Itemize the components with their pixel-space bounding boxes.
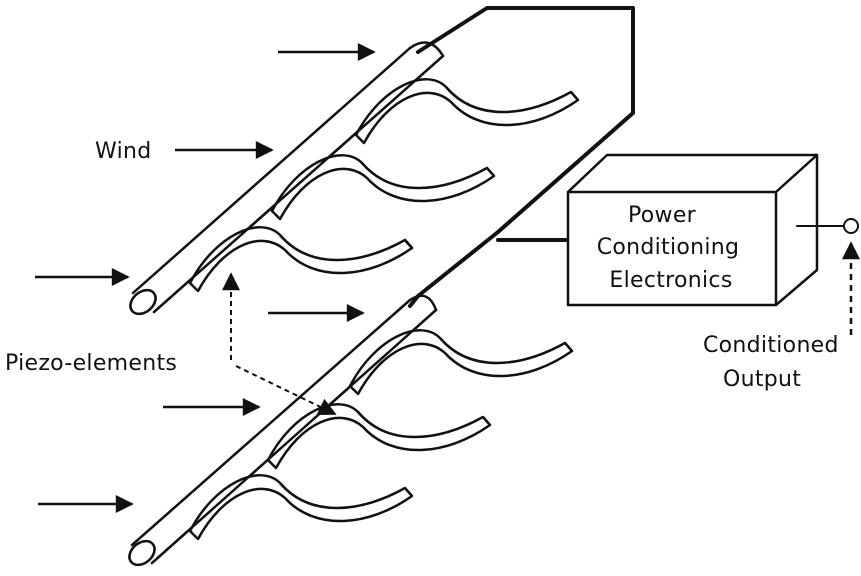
piezo-label: Piezo-elements: [5, 351, 177, 376]
output-terminal: [796, 218, 859, 234]
piezo-elements-upper: [188, 78, 580, 293]
piezo-element-lower-3: [348, 329, 574, 396]
piezo-pointer-diag: [235, 365, 337, 416]
piezo-pointers: [222, 272, 337, 416]
piezo-elements-lower: [188, 329, 574, 541]
box-label-conditioning: Conditioning: [597, 235, 740, 260]
wind-label: Wind: [95, 139, 152, 164]
piezo-element-lower-1: [188, 474, 414, 541]
box-label-power: Power: [628, 203, 697, 228]
electronics-box: [566, 153, 819, 307]
box-label-electronics: Electronics: [609, 268, 732, 293]
output-label-line1: Conditioned: [703, 333, 839, 358]
piezo-element-upper-1: [188, 226, 414, 293]
piezo-element-lower-2: [266, 403, 492, 470]
output-label-line2: Output: [723, 367, 801, 392]
upper-rod: [129, 41, 445, 316]
wind-arrows: [35, 43, 376, 513]
piezo-element-upper-3: [354, 78, 580, 145]
piezo-element-upper-2: [270, 154, 496, 221]
rod-front-overlay: [128, 54, 445, 567]
